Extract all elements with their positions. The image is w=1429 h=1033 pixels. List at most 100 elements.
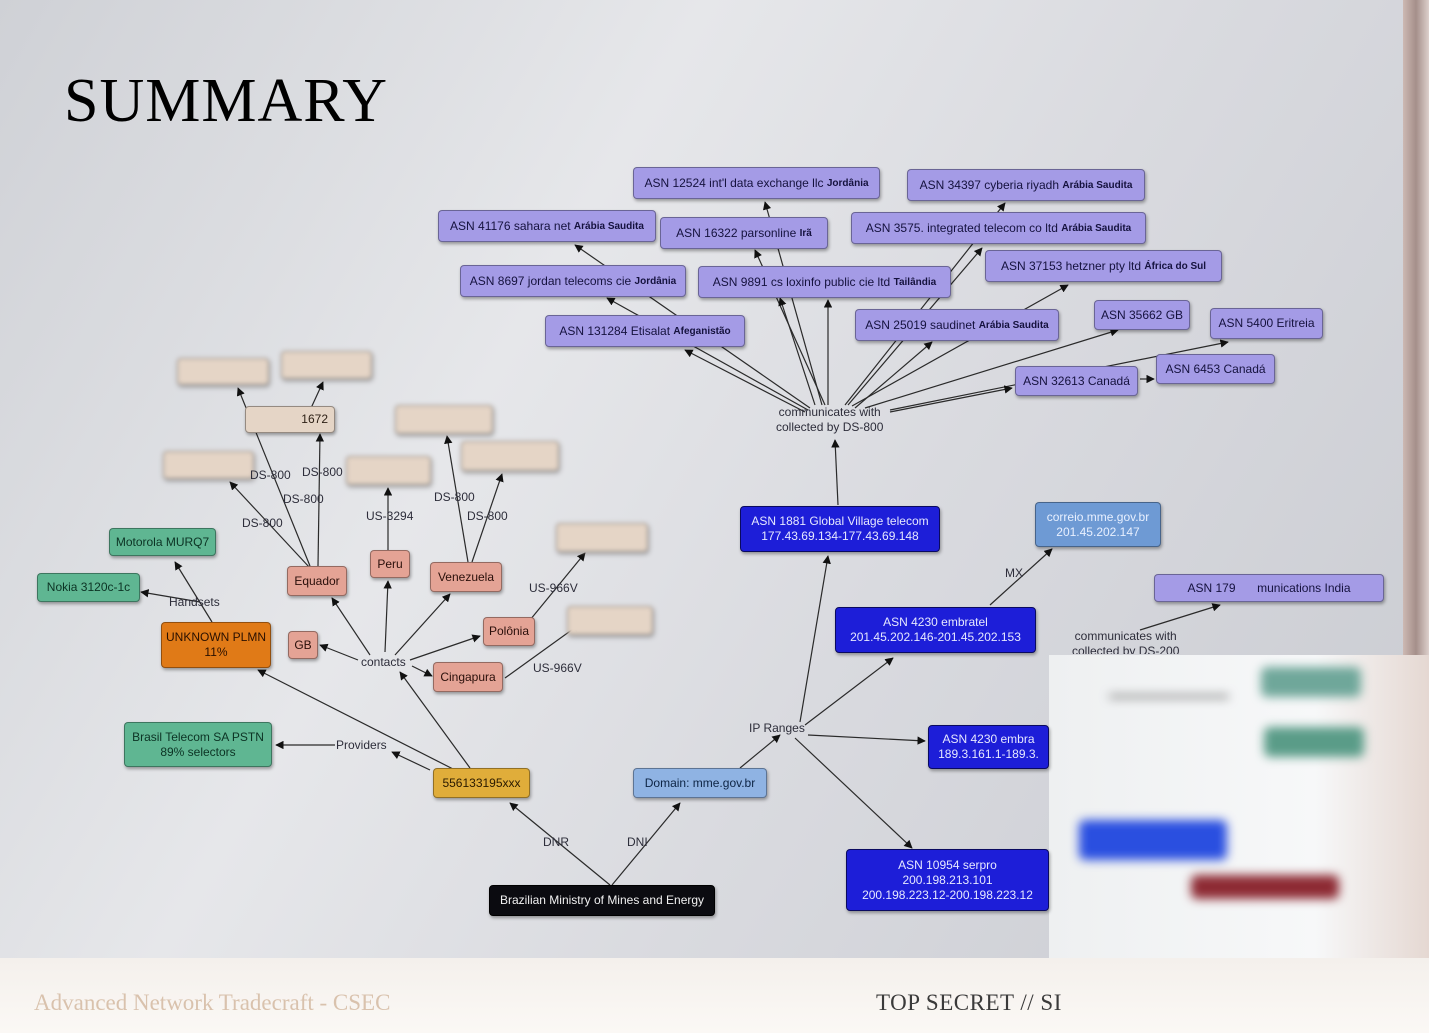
communicates-label: communicates with collected by DS-800 bbox=[776, 405, 883, 435]
domain-node[interactable]: Domain: mme.gov.br bbox=[633, 768, 767, 798]
asn-node-35662[interactable]: ASN 35662 GB bbox=[1094, 300, 1190, 330]
redacted-node bbox=[281, 351, 372, 379]
edge bbox=[684, 349, 806, 413]
asn-country: Canadá bbox=[1087, 373, 1130, 388]
asn-node-34397[interactable]: ASN 34397 cyberia riyadh Arábia Saudita bbox=[907, 169, 1145, 201]
correio-line2: 201.45.202.147 bbox=[1056, 524, 1140, 539]
asn-node-37153[interactable]: ASN 37153 hetzner pty ltd África do Sul bbox=[985, 250, 1222, 282]
ministry-node[interactable]: Brazilian Ministry of Mines and Energy bbox=[489, 885, 715, 916]
asn-node-17908[interactable]: ASN 179 munications India bbox=[1154, 574, 1384, 602]
redacted-1672-label: 1672 bbox=[301, 412, 328, 426]
asn-country: Jordânia bbox=[634, 275, 677, 287]
redacted-node bbox=[556, 523, 648, 552]
asn17908-label: ASN 179 munications India bbox=[1187, 580, 1351, 595]
asn-node-131284[interactable]: ASN 131284 Etisalat Afeganistão bbox=[545, 315, 745, 347]
asn-node-32613[interactable]: ASN 32613 Canadá bbox=[1015, 366, 1138, 396]
asn-node-10954[interactable]: ASN 10954 serpro 200.198.213.101 200.198… bbox=[846, 849, 1049, 911]
brasil-line2: 89% selectors bbox=[160, 744, 236, 759]
venezuela-label: Venezuela bbox=[437, 569, 495, 584]
asn-label: ASN 12524 int'l data exchange llc bbox=[644, 175, 824, 190]
edge bbox=[319, 643, 359, 661]
correio-node[interactable]: correio.mme.gov.br 201.45.202.147 bbox=[1035, 502, 1161, 547]
edge bbox=[889, 385, 1013, 413]
asn-node-16322[interactable]: ASN 16322 parsonline Irã bbox=[660, 217, 828, 249]
plmn-line1: UNKNOWN PLMN bbox=[166, 630, 267, 644]
edge bbox=[411, 665, 433, 677]
edge bbox=[611, 802, 681, 886]
edge bbox=[807, 734, 926, 745]
ds800-label: DS-800 bbox=[283, 492, 324, 506]
ministry-label: Brazilian Ministry of Mines and Energy bbox=[499, 893, 705, 907]
asn4230b-line1: ASN 4230 embra bbox=[942, 732, 1035, 746]
asn-country: Arábia Saudita bbox=[1062, 179, 1133, 191]
contact-peru[interactable]: Peru bbox=[370, 550, 410, 578]
contact-cingapura[interactable]: Cingapura bbox=[433, 662, 503, 692]
edge bbox=[799, 555, 831, 723]
correio-line1: correio.mme.gov.br bbox=[1046, 509, 1150, 524]
edge bbox=[444, 435, 469, 563]
asn-label: ASN 25019 saudinet bbox=[865, 317, 976, 332]
edge bbox=[1139, 603, 1221, 631]
communicates2-line1: communicates with bbox=[1074, 629, 1177, 643]
asn-label: ASN 32613 bbox=[1023, 373, 1085, 388]
asn10954-line3: 200.198.223.12-200.198.223.12 bbox=[862, 887, 1033, 902]
redacted-node bbox=[461, 441, 559, 471]
asn-node-4230-b[interactable]: ASN 4230 embra 189.3.161.1-189.3. bbox=[928, 725, 1049, 769]
asn-country: Canadá bbox=[1223, 361, 1266, 376]
equador-label: Equador bbox=[294, 573, 340, 588]
peru-label: Peru bbox=[377, 556, 403, 571]
asn-node-5400[interactable]: ASN 5400 Eritreia bbox=[1210, 308, 1323, 339]
nokia-node[interactable]: Nokia 3120c-1c bbox=[37, 573, 140, 602]
asn-node-1881[interactable]: ASN 1881 Global Village telecom 177.43.6… bbox=[740, 506, 940, 552]
ip-ranges-label: IP Ranges bbox=[749, 721, 805, 735]
contact-gb[interactable]: GB bbox=[288, 631, 318, 659]
asn-country: Afeganistão bbox=[673, 325, 731, 337]
edge bbox=[174, 561, 213, 623]
asn-country: Eritreia bbox=[1276, 316, 1315, 330]
edge bbox=[794, 737, 913, 849]
asn-node-9891[interactable]: ASN 9891 cs loxinfo public cie ltd Tailâ… bbox=[698, 266, 951, 298]
footer-source: Advanced Network Tradecraft - CSEC bbox=[34, 990, 391, 1015]
contact-polonia[interactable]: Polônia bbox=[483, 617, 535, 646]
motorola-node[interactable]: Motorola MURQ7 bbox=[109, 528, 216, 556]
classification-marking: TOP SECRET // SI bbox=[876, 990, 1062, 1015]
asn-node-6453[interactable]: ASN 6453 Canadá bbox=[1156, 354, 1275, 384]
brasil-line1: Brasil Telecom SA PSTN bbox=[132, 729, 264, 744]
asn-node-25019[interactable]: ASN 25019 saudinet Arábia Saudita bbox=[855, 309, 1059, 341]
asn-node-8697[interactable]: ASN 8697 jordan telecoms cie Jordânia bbox=[460, 265, 686, 297]
contact-venezuela[interactable]: Venezuela bbox=[430, 562, 502, 592]
cingapura-label: Cingapura bbox=[440, 669, 496, 684]
plmn-line2: 11% bbox=[204, 645, 228, 659]
asn-label: ASN 6453 bbox=[1165, 361, 1221, 376]
contacts-label: contacts bbox=[361, 655, 406, 669]
asn-node-41176[interactable]: ASN 41176 sahara net Arábia Saudita bbox=[438, 210, 656, 242]
asn-label: ASN 35662 bbox=[1100, 307, 1163, 322]
asn-country: GB bbox=[1165, 307, 1184, 322]
edge bbox=[399, 671, 471, 769]
redacted-shape bbox=[1079, 820, 1227, 860]
edge bbox=[854, 341, 933, 409]
asn-label: ASN 9891 cs loxinfo public cie ltd bbox=[712, 274, 891, 289]
unknown-plmn-node[interactable]: UNKNOWN PLMN 11% bbox=[161, 622, 271, 668]
edge bbox=[257, 669, 456, 771]
mx-label: MX bbox=[1005, 566, 1023, 580]
redacted-node bbox=[395, 405, 493, 434]
asn-node-3575[interactable]: ASN 3575. integrated telecom co ltd Aráb… bbox=[851, 212, 1146, 244]
asn-node-4230-a[interactable]: ASN 4230 embratel 201.45.202.146-201.45.… bbox=[835, 607, 1036, 653]
edge bbox=[140, 589, 201, 603]
dnr-label: DNR bbox=[543, 835, 569, 849]
redacted-node bbox=[177, 358, 269, 385]
edge bbox=[529, 552, 586, 621]
us966v-label: US-966V bbox=[529, 581, 578, 595]
brasil-telecom-node[interactable]: Brasil Telecom SA PSTN 89% selectors bbox=[124, 722, 272, 767]
communicates2-line2: collected by DS-200 bbox=[1072, 644, 1180, 654]
contact-equador[interactable]: Equador bbox=[287, 566, 347, 596]
edge bbox=[409, 634, 481, 661]
providers-label: Providers bbox=[336, 738, 387, 752]
phone-selector-node[interactable]: 556133195xxx bbox=[433, 768, 530, 798]
edge bbox=[394, 593, 451, 656]
asn4230a-line2: 201.45.202.146-201.45.202.153 bbox=[850, 630, 1021, 644]
asn-node-12524[interactable]: ASN 12524 int'l data exchange llc Jordân… bbox=[633, 167, 880, 199]
redacted-shape bbox=[1109, 695, 1229, 698]
communicates-line1: communicates with bbox=[778, 405, 881, 419]
